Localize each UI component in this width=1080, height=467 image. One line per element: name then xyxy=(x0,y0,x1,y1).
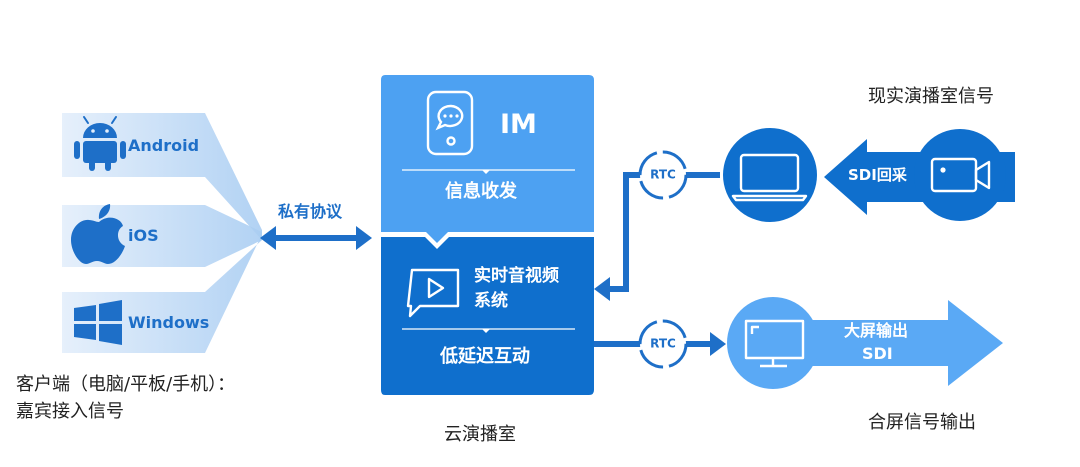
windows-icon xyxy=(74,300,122,345)
studio-caption: 现实演播室信号 xyxy=(868,86,994,107)
output-arrow xyxy=(780,300,1003,386)
av-title-line1: 实时音视频 xyxy=(474,266,559,286)
output-caption: 合屏信号输出 xyxy=(868,412,976,433)
camera-dot xyxy=(940,167,946,173)
im-subtitle: 信息收发 xyxy=(445,181,517,202)
camera-icon xyxy=(930,157,991,193)
rtc-badge-top xyxy=(638,150,688,200)
android-icon xyxy=(74,116,126,171)
av-subtitle: 低延迟互动 xyxy=(440,346,530,367)
av-box xyxy=(381,237,594,395)
cloud-caption: 云演播室 xyxy=(444,424,516,445)
av-divider xyxy=(402,328,575,333)
rtc-label-top: RTC xyxy=(650,167,676,182)
camera-circle xyxy=(914,129,1006,221)
client-label-ios: iOS xyxy=(128,226,159,245)
phone-chat-icon xyxy=(426,90,474,156)
av-title-line2: 系统 xyxy=(474,291,508,311)
im-title: IM xyxy=(500,109,537,140)
chat-dots xyxy=(443,114,459,118)
video-chat-icon xyxy=(406,268,460,318)
rtc-label-bottom: RTC xyxy=(650,336,676,351)
client-caption-line2: 嘉宾接入信号 xyxy=(16,401,124,422)
client-fan-windows xyxy=(62,234,262,353)
apple-icon xyxy=(71,204,125,264)
client-label-android: Android xyxy=(128,136,200,155)
laptop-icon xyxy=(731,153,808,202)
client-label-windows: Windows xyxy=(128,313,210,332)
protocol-label: 私有协议 xyxy=(278,202,343,221)
output-label-line2: SDI xyxy=(862,344,893,363)
monitor-icon xyxy=(744,319,805,368)
output-label-line1: 大屏输出 xyxy=(844,321,909,340)
monitor-circle xyxy=(727,297,819,389)
client-caption-line1: 客户端（电脑/平板/手机）： xyxy=(16,374,236,395)
sdi-input-label: SDI回采 xyxy=(848,166,907,184)
im-divider xyxy=(402,169,575,174)
protocol-double-arrow xyxy=(260,226,372,250)
laptop-circle xyxy=(723,128,817,222)
rtc-badge-bottom xyxy=(638,319,688,369)
im-box xyxy=(381,75,594,243)
